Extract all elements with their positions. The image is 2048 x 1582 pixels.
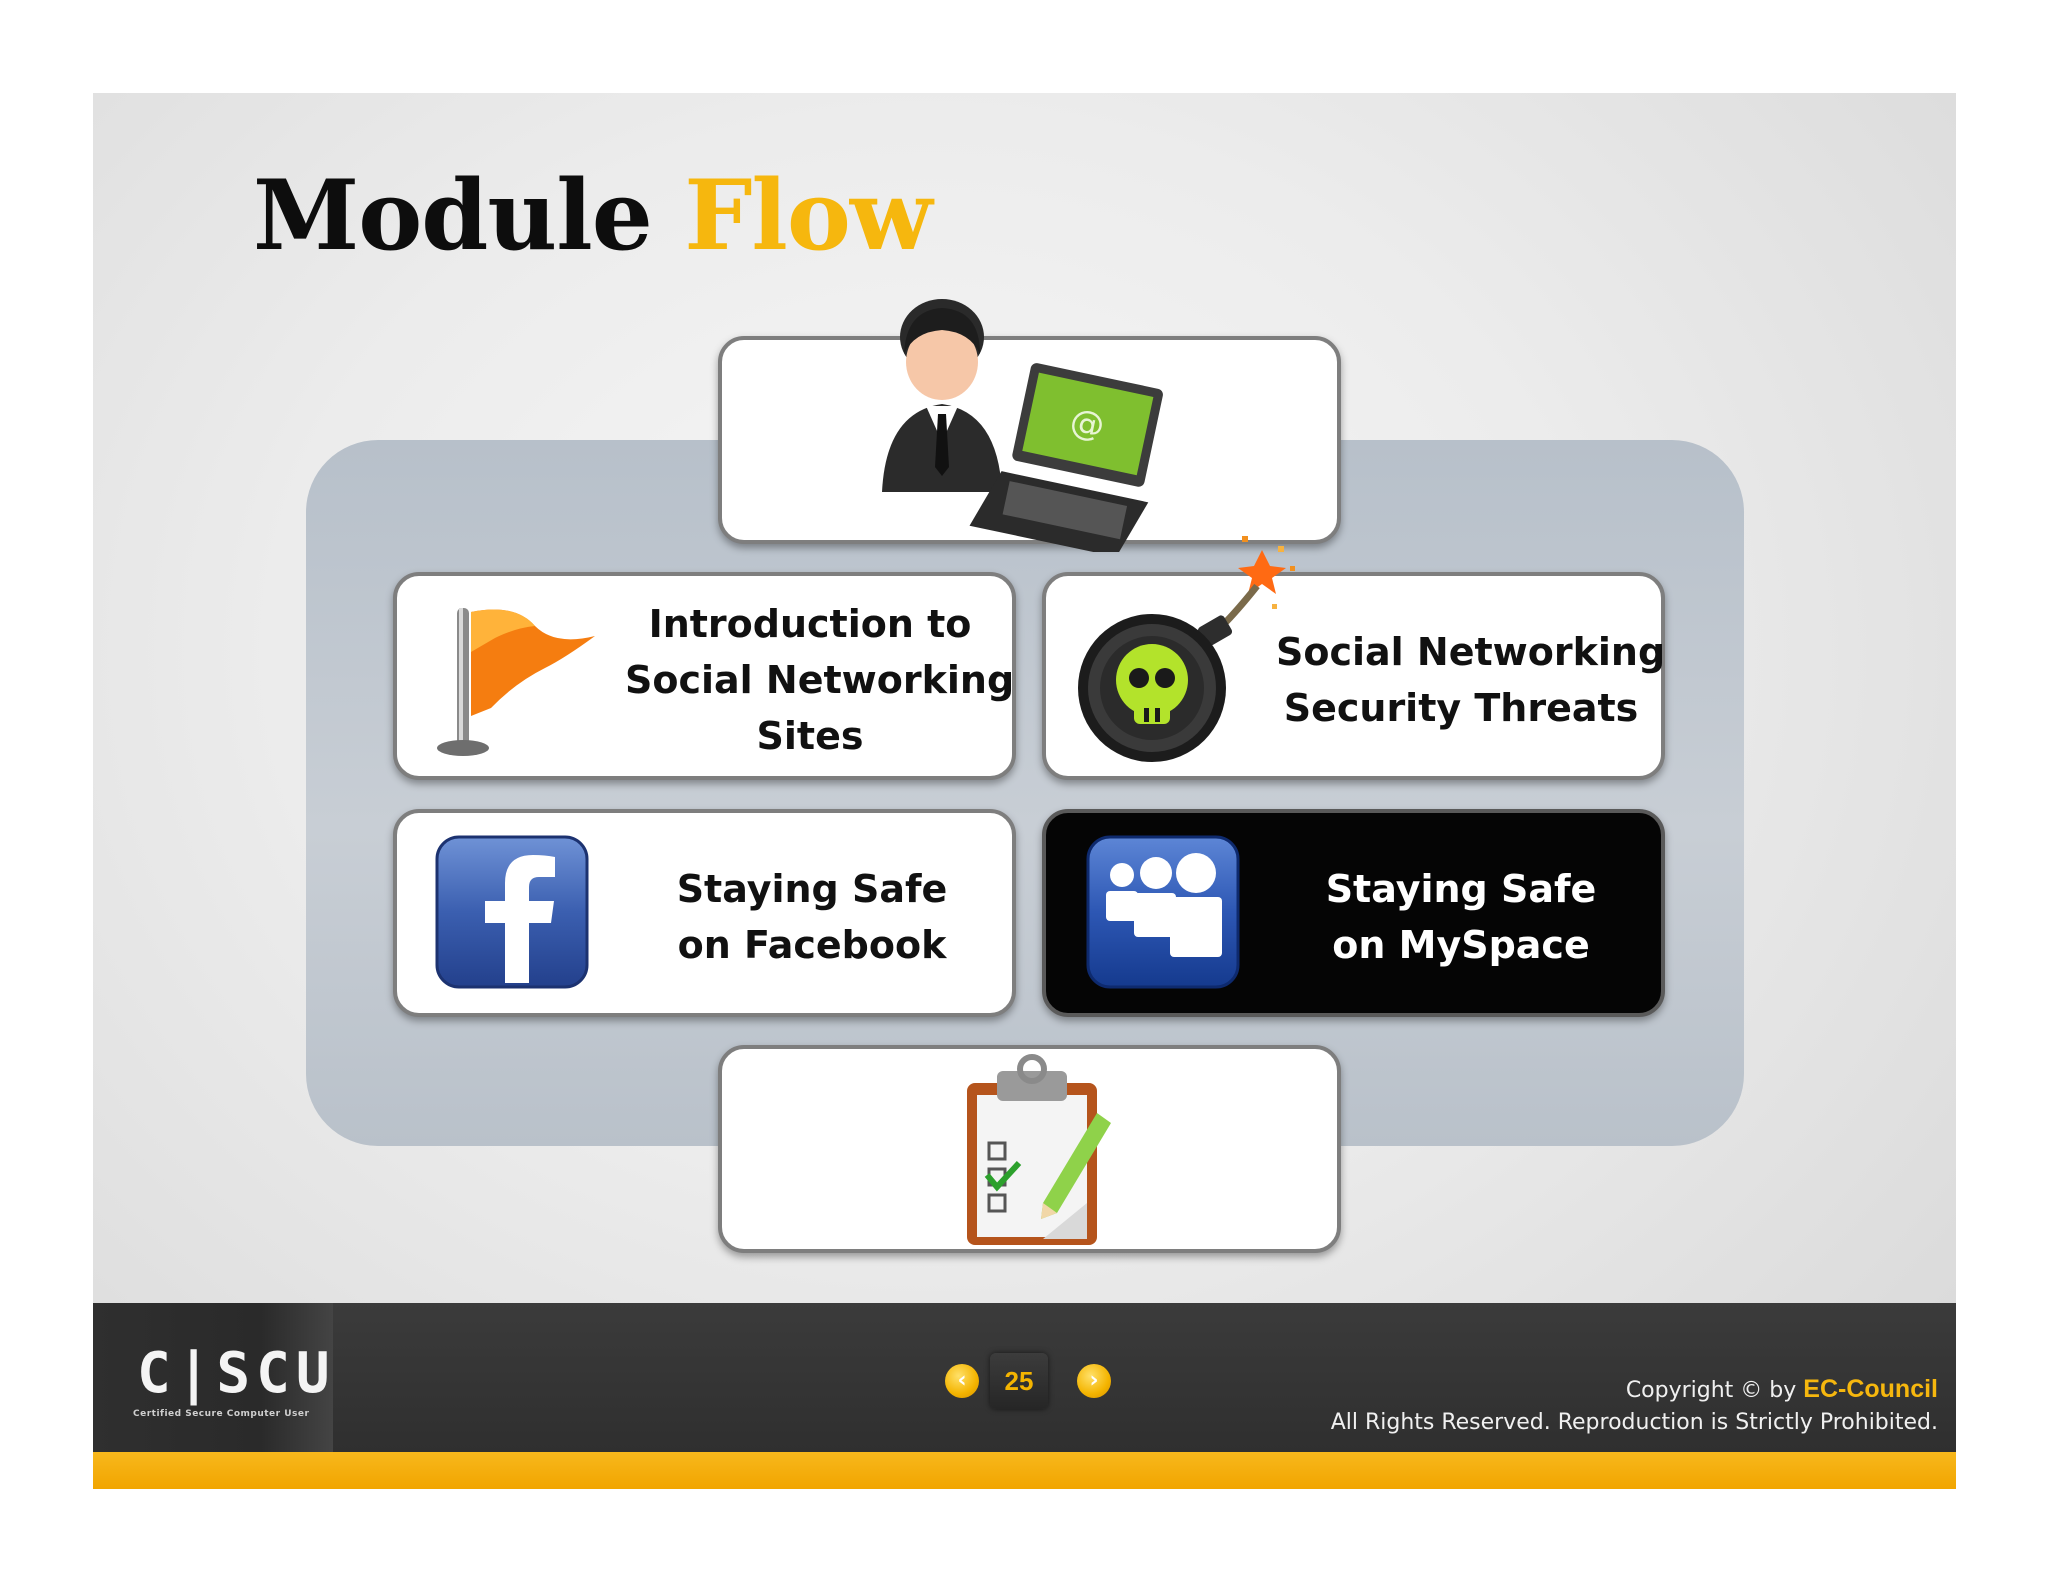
- title-main: Module: [253, 159, 653, 272]
- page-indicator: 25: [990, 1353, 1048, 1409]
- copyright-brand: EC-Council: [1803, 1375, 1938, 1403]
- clipboard-checklist-icon: [967, 1054, 1111, 1245]
- copyright-prefix: Copyright © by: [1625, 1378, 1797, 1403]
- page-title: Module Flow: [253, 168, 932, 264]
- chevron-left-icon: ‹: [957, 1368, 967, 1393]
- prev-page-button[interactable]: ‹: [945, 1364, 979, 1398]
- copyright-notice: Copyright © by EC-Council All Rights Res…: [1331, 1373, 1938, 1439]
- user-laptop-icon: @: [882, 299, 1163, 552]
- logo-text: C|SCU: [137, 1341, 336, 1406]
- chevron-right-icon: ›: [1089, 1368, 1099, 1393]
- myspace-icon: [1086, 835, 1240, 989]
- cscu-logo: C|SCU Certified Secure Computer User: [93, 1303, 333, 1452]
- page-number: 25: [1004, 1366, 1034, 1396]
- facebook-icon: [435, 835, 589, 989]
- bomb-skull-icon: [1078, 536, 1295, 762]
- footer: C|SCU Certified Secure Computer User ‹ 2…: [93, 1303, 1956, 1489]
- flow-card-summary[interactable]: [718, 1045, 1341, 1253]
- svg-text:@: @: [1067, 401, 1109, 447]
- rights-text: All Rights Reserved. Reproduction is Str…: [1330, 1410, 1938, 1435]
- footer-accent-bar: [93, 1452, 1956, 1489]
- title-accent: Flow: [684, 159, 932, 272]
- slide: Module Flow @: [93, 93, 1956, 1489]
- logo-subtext: Certified Secure Computer User: [133, 1409, 310, 1419]
- flow-card-overview[interactable]: @: [718, 299, 1341, 552]
- next-page-button[interactable]: ›: [1077, 1364, 1111, 1398]
- flow-backplate: [306, 440, 1744, 1146]
- flag-icon: [437, 608, 595, 756]
